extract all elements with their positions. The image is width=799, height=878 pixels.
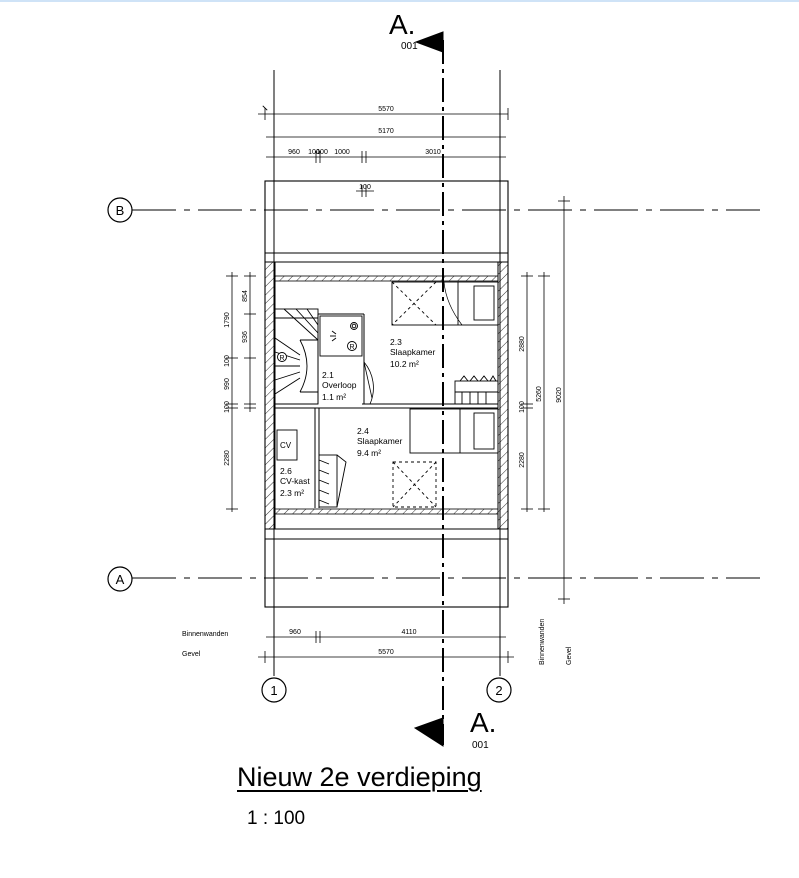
legend-facade: Gevel (182, 651, 201, 658)
dim-top-part-3: 100 (316, 149, 328, 156)
dim-right-5260: 5260 (536, 386, 543, 402)
section-mark-top: A. 001 (389, 9, 444, 53)
drawing-scale: 1 : 100 (247, 808, 306, 829)
grid-bubble-1: 1 (261, 677, 287, 703)
riser-label-2: R (349, 344, 354, 351)
stair (274, 308, 319, 405)
room-label-2-3: 2.3 Slaapkamer 10.2 m² (390, 337, 436, 369)
room-2-4-number: 2.4 (357, 426, 369, 436)
dimension-top-overall: 5570 (258, 105, 509, 120)
section-mark-top-label: A. (389, 9, 415, 40)
cv-unit: CV (276, 429, 298, 461)
room-2-4-name: Slaapkamer (357, 436, 403, 446)
cv-unit-label: CV (280, 441, 292, 450)
dim-top-overall: 5570 (378, 106, 394, 113)
installation-box (319, 315, 363, 357)
room-2-4-area: 9.4 m² (357, 448, 381, 458)
dimension-right-outer: 9020 (556, 196, 570, 604)
room-2-1-number: 2.1 (322, 370, 334, 380)
room-2-1-name: Overloop (322, 380, 357, 390)
wardrobe-2-4 (318, 454, 347, 508)
dim-top-part-1: 960 (288, 149, 300, 156)
window-top-border (0, 0, 799, 2)
dim-top-inner: 5170 (378, 128, 394, 135)
dim-bottom-4110: 4110 (401, 629, 416, 636)
room-2-6-name: CV-kast (280, 476, 310, 486)
grid-bubble-a: A (107, 566, 133, 592)
dimension-left-outer: 1790 100 990 100 2280 (224, 272, 238, 512)
dim-right-9020: 9020 (556, 387, 563, 403)
door-swing-overloop (363, 361, 374, 405)
room-2-1-area: 1.1 m² (322, 392, 346, 402)
dim-left-100-a: 100 (224, 355, 231, 367)
dim-top-wall: 100 (359, 184, 371, 191)
dimension-bottom-overall: 5570 (258, 649, 514, 663)
room-label-2-4: 2.4 Slaapkamer 9.4 m² (357, 426, 403, 458)
building-outline (264, 180, 509, 608)
room-2-3-area: 10.2 m² (390, 359, 419, 369)
grid-lines (132, 70, 760, 676)
legend-facade-vertical: Gevel (566, 646, 573, 665)
dimension-right-inner: 2880 100 2280 (519, 272, 533, 512)
dimension-left-inner: 854 936 (242, 272, 256, 412)
section-mark-bottom-label: A. (470, 707, 496, 738)
dim-left-936: 936 (242, 331, 249, 343)
legend-inner-walls: Binnenwanden (182, 631, 228, 638)
room-2-6-number: 2.6 (280, 466, 292, 476)
dim-bottom-overall: 5570 (378, 649, 394, 656)
dim-top-part-4: 1000 (334, 149, 350, 156)
dim-left-854: 854 (242, 290, 249, 302)
riser-symbol-2: R (347, 341, 357, 351)
riser-label-1: R (279, 355, 284, 362)
room-label-2-6: 2.6 CV-kast 2.3 m² (280, 466, 310, 498)
grid-label-b: B (116, 203, 125, 218)
legend-inner-walls-vertical: Binnenwanden (539, 619, 546, 665)
floor-plan: A. 001 A. 001 B A 1 2 (107, 9, 760, 751)
drawing-title: Nieuw 2e verdieping (237, 762, 482, 792)
dim-right-2880: 2880 (519, 336, 526, 352)
grid-label-1: 1 (270, 683, 277, 698)
dim-top-part-2: 100 (308, 149, 320, 156)
riser-symbol-1: R (277, 352, 287, 362)
dimension-top-parts: 960 100 100 1000 3010 (266, 149, 506, 163)
dim-bottom-960: 960 (289, 629, 301, 636)
dimension-top-inner: 5170 (266, 128, 506, 143)
section-mark-bottom-ref: 001 (472, 740, 489, 751)
dimension-right-mid: 5260 (536, 272, 550, 512)
grid-bubble-2: 2 (486, 677, 512, 703)
dim-left-2280: 2280 (224, 450, 231, 466)
room-2-3-number: 2.3 (390, 337, 402, 347)
dimension-bottom-inner: 960 4110 (266, 629, 506, 643)
room-2-6-area: 2.3 m² (280, 488, 304, 498)
dim-left-1790: 1790 (224, 312, 231, 328)
room-label-2-1: 2.1 Overloop 1.1 m² (322, 370, 357, 402)
grid-bubble-b: B (107, 197, 133, 223)
grid-label-a: A (116, 572, 125, 587)
bed-2-3 (391, 281, 499, 326)
wardrobe-2-3 (454, 375, 499, 405)
bed-2-4 (392, 408, 499, 508)
dimension-top-wall: 100 (356, 184, 374, 197)
section-mark-bottom: A. 001 (413, 707, 496, 751)
dim-left-100-b: 100 (224, 401, 231, 413)
grid-label-2: 2 (495, 683, 502, 698)
dim-left-990: 990 (224, 378, 231, 390)
dim-right-100: 100 (519, 401, 526, 413)
room-2-3-name: Slaapkamer (390, 347, 436, 357)
dim-top-part-5: 3010 (425, 149, 441, 156)
dim-right-2280: 2280 (519, 452, 526, 468)
section-mark-top-ref: 001 (401, 41, 418, 52)
